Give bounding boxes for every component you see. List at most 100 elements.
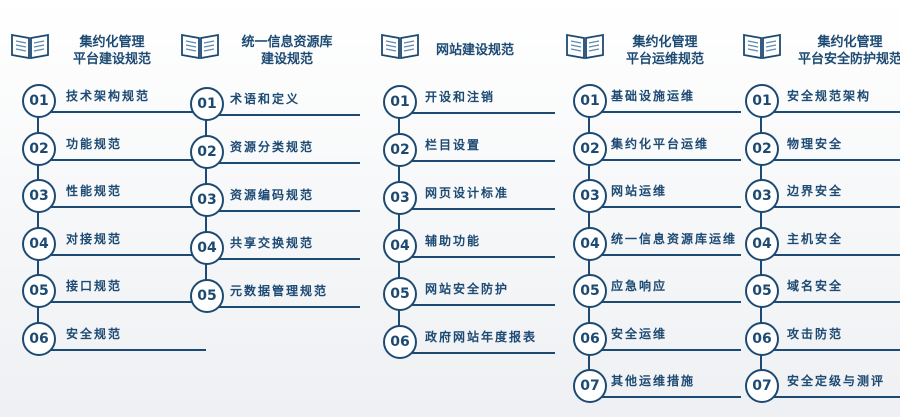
- step-number: 05: [190, 279, 224, 313]
- item-label: 网页设计标准: [425, 186, 510, 200]
- item-label: 攻击防范: [787, 326, 844, 341]
- step-number: 03: [22, 179, 56, 213]
- underline: [595, 111, 741, 113]
- step-number: 03: [383, 181, 417, 215]
- step-number: 06: [22, 321, 56, 356]
- underline: [44, 348, 206, 351]
- title-line: 集约化管理: [817, 35, 883, 50]
- step-number: 04: [383, 229, 417, 263]
- list-item: 02 集约化平台运维: [573, 131, 741, 166]
- column-title: 集约化管理平台安全防护规范: [790, 34, 900, 68]
- item-label: 接口规范: [66, 279, 123, 293]
- underline: [767, 111, 900, 113]
- title-line: 平台运维规范: [625, 52, 704, 67]
- list-item: 06 安全运维: [573, 321, 741, 356]
- step-number: 06: [573, 321, 607, 356]
- list-item: 05 接口规范: [22, 274, 206, 308]
- list-item: 06 攻击防范: [745, 321, 900, 356]
- item-label: 政府网站年度报表: [425, 330, 538, 344]
- step-number: 03: [745, 179, 779, 213]
- item-label: 基础设施运维: [611, 89, 696, 103]
- item-label: 技术架构规范: [66, 89, 151, 103]
- list-item: 03 网页设计标准: [383, 181, 555, 215]
- item-label: 资源编码规范: [230, 188, 315, 202]
- list-item: 05 元数据管理规范: [190, 279, 360, 313]
- list-item: 04 主机安全: [745, 226, 900, 261]
- step-number: 04: [573, 226, 607, 261]
- list-item: 04 辅助功能: [383, 229, 555, 263]
- item-label: 安全规范: [66, 326, 123, 341]
- item-label: 网站运维: [611, 184, 668, 198]
- list-item: 01 安全规范架构: [745, 84, 900, 118]
- item-label: 栏目设置: [425, 138, 482, 152]
- list-item: 01 术语和定义: [190, 87, 360, 121]
- underline: [767, 253, 900, 256]
- item-label: 网站安全防护: [425, 282, 510, 296]
- column-title: 统一信息资源库建设规范: [232, 34, 342, 68]
- step-number: 01: [745, 84, 779, 118]
- item-label: 资源分类规范: [230, 140, 315, 154]
- item-label: 安全运维: [611, 326, 668, 341]
- underline: [405, 256, 555, 258]
- item-label: 术语和定义: [230, 92, 301, 106]
- item-label: 辅助功能: [425, 234, 482, 248]
- underline: [212, 114, 360, 116]
- title-line: 网站建设规范: [435, 43, 514, 58]
- step-number: 07: [745, 369, 779, 403]
- step-number: 01: [383, 85, 417, 119]
- book-icon: [742, 32, 782, 60]
- step-number: 04: [22, 226, 56, 261]
- connector-line: [398, 101, 400, 341]
- underline: [212, 306, 360, 308]
- item-label: 统一信息资源库运维: [611, 231, 738, 246]
- item-label: 主机安全: [787, 231, 844, 246]
- underline: [405, 304, 555, 306]
- step-number: 07: [573, 369, 607, 403]
- book-icon: [380, 32, 420, 60]
- item-label: 安全定级与测评: [787, 374, 886, 388]
- underline: [405, 160, 555, 162]
- title-line: 集约化管理: [632, 35, 698, 50]
- item-label: 物理安全: [787, 136, 844, 151]
- underline: [595, 348, 741, 351]
- item-label: 开设和注销: [425, 90, 496, 104]
- underline: [595, 253, 741, 256]
- step-number: 05: [573, 274, 607, 308]
- underline: [595, 396, 741, 398]
- column-title: 网站建设规范: [430, 42, 520, 59]
- list-item: 05 应急响应: [573, 274, 741, 308]
- item-label: 功能规范: [66, 136, 123, 151]
- step-number: 03: [190, 183, 224, 217]
- book-icon: [10, 32, 50, 60]
- step-number: 01: [573, 84, 607, 118]
- list-item: 01 技术架构规范: [22, 84, 206, 118]
- item-label: 元数据管理规范: [230, 284, 329, 298]
- underline: [44, 253, 206, 256]
- book-icon: [180, 32, 220, 60]
- step-number: 02: [573, 131, 607, 166]
- list-item: 01 基础设施运维: [573, 84, 741, 118]
- underline: [44, 158, 206, 161]
- step-number: 06: [383, 325, 417, 359]
- title-line: 统一信息资源库: [241, 35, 333, 50]
- underline: [595, 301, 741, 303]
- title-line: 集约化管理: [79, 35, 145, 50]
- underline: [405, 112, 555, 114]
- step-number: 06: [745, 321, 779, 356]
- step-number: 04: [190, 231, 224, 265]
- underline: [595, 158, 741, 161]
- item-label: 安全规范架构: [787, 89, 872, 103]
- list-item: 04 统一信息资源库运维: [573, 226, 741, 261]
- list-item: 03 性能规范: [22, 179, 206, 213]
- item-label: 集约化平台运维: [611, 136, 710, 151]
- underline: [767, 348, 900, 351]
- step-number: 02: [383, 133, 417, 167]
- list-item: 03 边界安全: [745, 179, 900, 213]
- list-item: 02 栏目设置: [383, 133, 555, 167]
- underline: [212, 258, 360, 260]
- underline: [767, 396, 900, 398]
- column-title: 集约化管理平台建设规范: [62, 34, 162, 68]
- underline: [44, 111, 206, 113]
- list-item: 02 资源分类规范: [190, 135, 360, 169]
- list-item: 06 政府网站年度报表: [383, 325, 555, 359]
